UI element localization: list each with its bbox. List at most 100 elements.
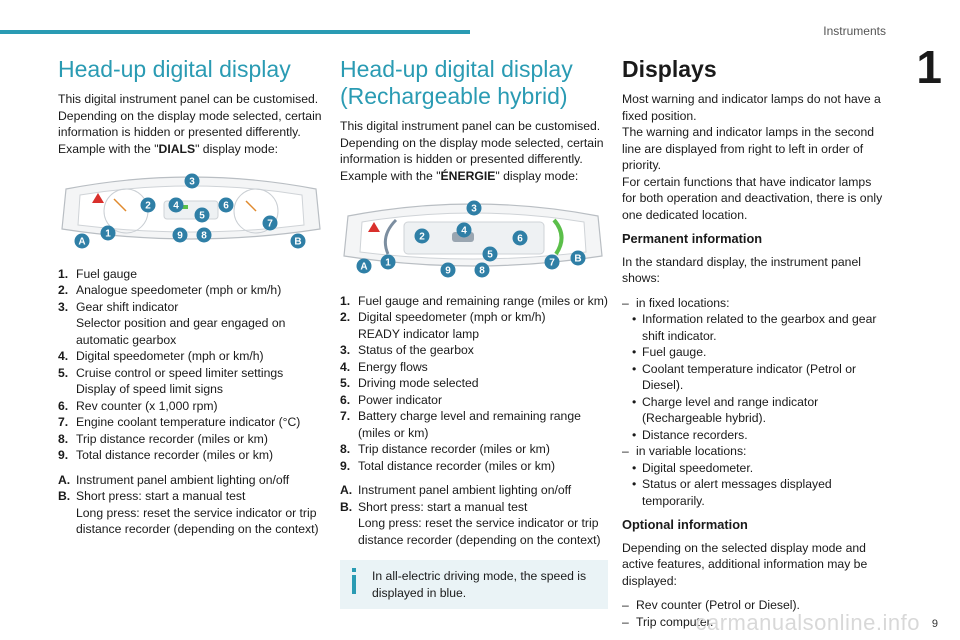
callout-badge: 1 <box>100 225 116 241</box>
paragraph: Depending on the selected display mode a… <box>622 540 868 588</box>
svg-text:B: B <box>574 254 581 265</box>
legend-item: 5.Driving mode selected <box>340 376 479 390</box>
callout-badge: 3 <box>184 173 200 189</box>
variable-items-list: •Digital speedometer. •Status or alert me… <box>622 460 886 510</box>
section-title: Displays <box>622 56 717 82</box>
instrument-cluster-dials-illustration: A 1 2 34 5 6 7B 9 8 <box>61 173 321 249</box>
svg-text:5: 5 <box>487 250 493 261</box>
callout-badge: 3 <box>466 200 482 216</box>
fuel-arc <box>383 218 398 255</box>
svg-text:B: B <box>294 237 301 248</box>
legend-item: 1.Fuel gauge and remaining range (miles … <box>340 293 608 308</box>
example-text: Example with the "DIALS" display mode: <box>58 141 279 156</box>
bullet-item: •Information related to the gearbox and … <box>632 312 877 343</box>
svg-text:2: 2 <box>419 232 425 243</box>
bullet-item: •Coolant temperature indicator (Petrol o… <box>632 361 857 393</box>
svg-text:A: A <box>360 262 367 273</box>
paragraph: For certain functions that have indicato… <box>622 174 883 222</box>
bullet-item: •Charge level and range indicator (Recha… <box>632 394 819 426</box>
intro-text: This digital instrument panel can be cus… <box>58 92 322 139</box>
legend-item: 3.Status of the gearbox <box>340 343 474 357</box>
legend-item: A.Instrument panel ambient lighting on/o… <box>58 472 290 487</box>
svg-text:9: 9 <box>445 266 451 277</box>
page-number: 9 <box>931 618 938 630</box>
legend-item: 6.Power indicator <box>340 392 442 407</box>
battery-arc <box>552 218 564 256</box>
svg-text:A: A <box>78 237 85 248</box>
bullet-item: •Fuel gauge. <box>632 345 707 359</box>
callout-badge: 8 <box>474 262 490 278</box>
legend-item: 7.Engine coolant temperature indicator (… <box>58 415 301 429</box>
cluster-callouts: A 1 2 34 5 6 7 B 9 8 <box>356 200 586 278</box>
svg-text:4: 4 <box>461 226 467 237</box>
paragraph: Most warning and indicator lamps do not … <box>622 92 881 123</box>
column-head-up-display: Head-up digital display This digital ins… <box>58 56 326 538</box>
legend-item: 8.Trip distance recorder (miles or km) <box>58 431 268 446</box>
paragraph: In the standard display, the instrument … <box>622 254 861 286</box>
fixed-locations-list: –in fixed locations: <box>622 295 730 310</box>
callout-badge: B <box>290 233 306 249</box>
legend-list-lettered: A.Instrument panel ambient lighting on/o… <box>340 482 608 548</box>
intro-text: This digital instrument panel can be cus… <box>340 119 604 166</box>
legend-item: 9.Total distance recorder (miles or km) <box>58 448 274 462</box>
dash-item: –Rev counter (Petrol or Diesel). <box>622 598 800 612</box>
svg-text:5: 5 <box>199 211 205 222</box>
fixed-items-list: •Information related to the gearbox and … <box>622 311 886 443</box>
right-dial <box>233 188 279 234</box>
note-text: In all-electric driving mode, the speed … <box>372 569 587 600</box>
legend-item: 7.Battery charge level and remaining ran… <box>340 409 581 440</box>
callout-badge: 2 <box>414 228 430 244</box>
callout-badge: 4 <box>456 222 472 238</box>
warning-triangle-icon <box>92 193 104 203</box>
svg-text:6: 6 <box>517 234 523 245</box>
variable-locations-list: –in variable locations: <box>622 444 747 458</box>
callout-badge: 8 <box>196 227 212 243</box>
bullet-item: •Digital speedometer. <box>632 460 754 475</box>
callout-badge: 6 <box>218 197 234 213</box>
callout-badge: A <box>356 258 372 274</box>
callout-badge: 2 <box>140 197 156 213</box>
subsection-title: Optional information <box>622 517 748 532</box>
callout-badge: 4 <box>168 197 184 213</box>
svg-text:1: 1 <box>105 229 111 240</box>
callout-badge: 5 <box>194 207 210 223</box>
svg-text:9: 9 <box>177 231 183 242</box>
left-needle <box>113 198 127 212</box>
example-text: Example with the "ÉNERGIE" display mode: <box>340 168 579 183</box>
svg-text:8: 8 <box>479 266 485 277</box>
section-title: Head-up digital display <box>58 56 291 82</box>
svg-text:8: 8 <box>201 231 207 242</box>
cluster-callouts: A 1 2 34 5 6 7B 9 8 <box>74 173 306 249</box>
legend-item: 4.Digital speedometer (mph or km/h) <box>58 349 264 363</box>
optional-items-list: –Rev counter (Petrol or Diesel). –Trip co… <box>622 597 886 630</box>
column-displays: Displays Most warning and indicator lamp… <box>622 56 886 630</box>
callout-badge: B <box>570 250 586 266</box>
svg-text:1: 1 <box>385 258 391 269</box>
legend-item: 8.Trip distance recorder (miles or km) <box>340 442 550 456</box>
callout-badge: 9 <box>172 227 188 243</box>
bullet-item: •Distance recorders. <box>632 427 748 442</box>
legend-item: 1.Fuel gauge <box>58 266 137 281</box>
svg-text:6: 6 <box>223 201 229 212</box>
section-title: Head-up digital display (Rechargeable hy… <box>340 56 573 109</box>
svg-text:7: 7 <box>267 219 273 230</box>
bullet-item: •Status or alert messages displayed temp… <box>632 477 832 508</box>
info-note: In all-electric driving mode, the speed … <box>340 560 608 609</box>
paragraph: The warning and indicator lamps in the s… <box>622 125 875 172</box>
svg-text:3: 3 <box>471 204 477 215</box>
info-icon <box>352 568 356 594</box>
dash-item: –Trip computer. <box>622 614 714 629</box>
legend-item: 5.Cruise control or speed limiter settin… <box>58 365 284 397</box>
callout-badge: 5 <box>482 246 498 262</box>
legend-item: A.Instrument panel ambient lighting on/o… <box>340 483 572 497</box>
top-rule <box>0 30 470 34</box>
legend-item: 6.Rev counter (x 1,000 rpm) <box>58 398 218 413</box>
legend-list-numbered: 1.Fuel gauge and remaining range (miles … <box>340 293 608 475</box>
svg-text:7: 7 <box>549 258 555 269</box>
callout-badge: 7 <box>544 254 560 270</box>
callout-badge: 1 <box>380 254 396 270</box>
callout-badge: 9 <box>440 262 456 278</box>
